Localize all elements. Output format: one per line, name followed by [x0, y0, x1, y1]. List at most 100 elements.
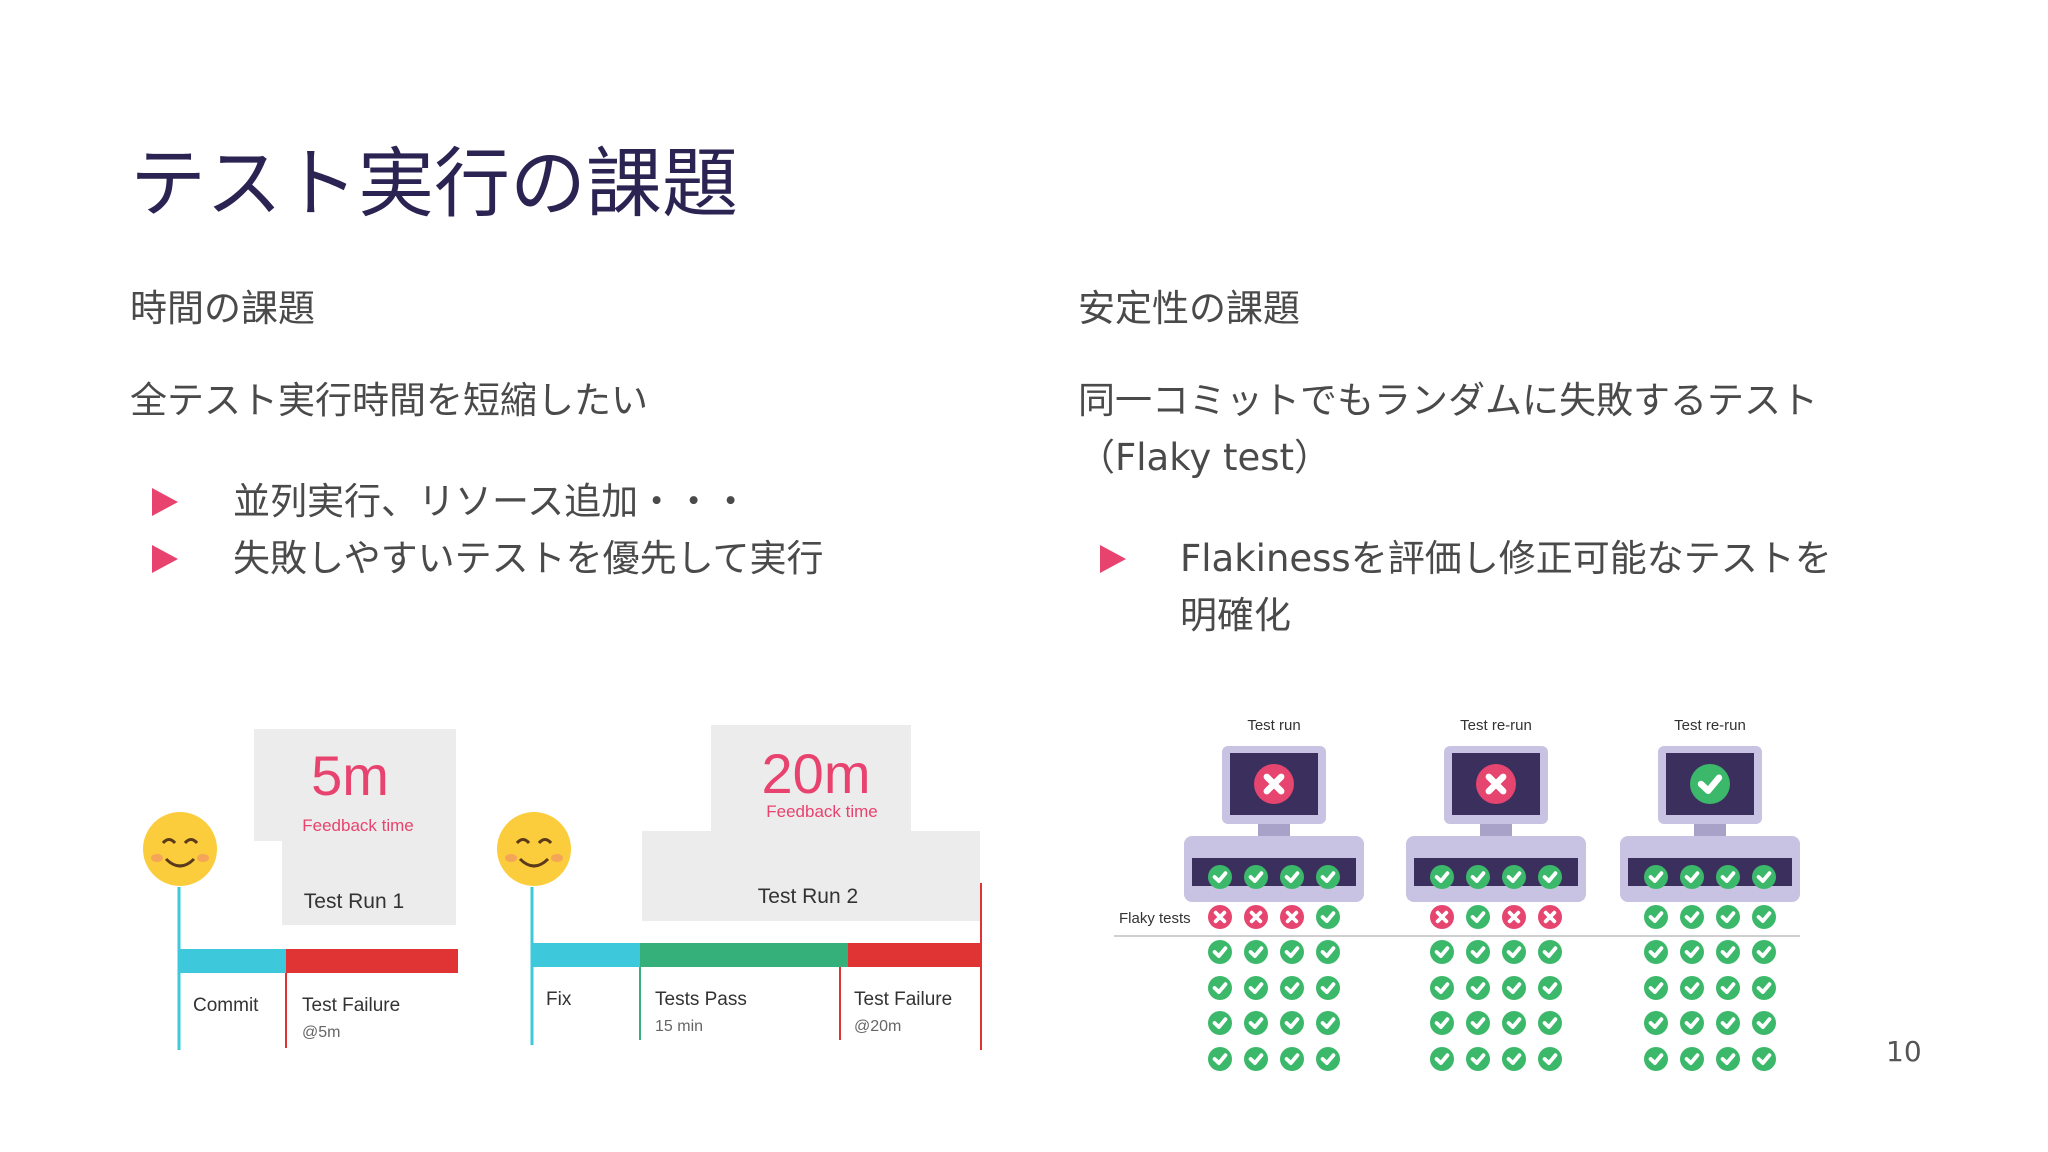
pass-check-icon: [1466, 1011, 1490, 1035]
pass-check-icon: [1752, 1047, 1776, 1071]
pass-check-icon: [1680, 1011, 1704, 1035]
test-run-column: Test run: [1184, 717, 1364, 1071]
right-heading: 安定性の課題: [1078, 287, 1300, 330]
pass-check-icon: [1502, 976, 1526, 1000]
pass-check-icon: [1538, 1011, 1562, 1035]
pass-check-icon: [1644, 865, 1668, 889]
pass-check-icon: [1752, 940, 1776, 964]
pass-check-icon: [1538, 940, 1562, 964]
left-bullet-2: 失敗しやすいテストを優先して実行: [233, 537, 824, 580]
left-heading: 時間の課題: [130, 287, 315, 330]
pass-check-icon: [1644, 976, 1668, 1000]
feedback-label-run2: Feedback time: [766, 802, 878, 821]
pass-check-icon: [1208, 1011, 1232, 1035]
test-failure-label-run1: Test Failure: [302, 995, 400, 1016]
slide-title: テスト実行の課題: [130, 139, 738, 228]
fail-cross-icon: [1430, 905, 1454, 929]
left-bullet-1: 並列実行、リソース追加・・・: [233, 480, 750, 523]
pass-check-icon: [1502, 865, 1526, 889]
pass-check-icon: [1466, 940, 1490, 964]
pass-check-icon: [1430, 940, 1454, 964]
feedback-panel-run2: [711, 725, 911, 831]
tests-pass-label: Tests Pass: [655, 989, 747, 1010]
pass-check-icon: [1466, 976, 1490, 1000]
pass-check-icon: [1244, 1047, 1268, 1071]
feedback-value-run1: 5m: [311, 744, 389, 807]
left-subtitle: 全テスト実行時間を短縮したい: [130, 379, 648, 422]
feedback-label-run1: Feedback time: [302, 816, 414, 835]
pass-check-icon: [1680, 976, 1704, 1000]
pass-check-icon: [1466, 1047, 1490, 1071]
right-bullet-line1: Flakinessを評価し修正可能なテストを: [1180, 537, 1832, 580]
test-failure-segment-run1: [286, 949, 458, 973]
pass-check-icon: [1690, 764, 1730, 804]
test-run-column-label: Test re-run: [1460, 717, 1532, 734]
bullet-triangle-icon: [1100, 545, 1126, 573]
pass-check-icon: [1466, 905, 1490, 929]
pass-check-icon: [1716, 940, 1740, 964]
test-run-panel-run2: [642, 831, 980, 921]
pass-check-icon: [1538, 976, 1562, 1000]
pass-check-icon: [1316, 905, 1340, 929]
right-subtitle-line1: 同一コミットでもランダムに失敗するテスト: [1078, 379, 1818, 422]
pass-check-icon: [1316, 1011, 1340, 1035]
pass-check-icon: [1716, 1047, 1740, 1071]
pass-check-icon: [1502, 1011, 1526, 1035]
page-number: 10: [1886, 1035, 1922, 1068]
pass-check-icon: [1244, 976, 1268, 1000]
fail-cross-icon: [1476, 764, 1516, 804]
tests-pass-duration: 15 min: [655, 1018, 703, 1035]
bullet-triangle-icon: [152, 488, 178, 516]
pass-check-icon: [1208, 940, 1232, 964]
pass-check-icon: [1280, 1047, 1304, 1071]
test-failure-time-run1: @5m: [302, 1024, 340, 1041]
pass-check-icon: [1208, 865, 1232, 889]
test-run-column-label: Test run: [1247, 717, 1300, 734]
fail-cross-icon: [1254, 764, 1294, 804]
pass-check-icon: [1430, 1011, 1454, 1035]
test-run-2-group: 20m Feedback time Test Run 2 Fix Tests P…: [497, 725, 982, 1050]
pass-check-icon: [1716, 905, 1740, 929]
commit-label: Commit: [193, 995, 259, 1016]
right-bullet-line2: 明確化: [1180, 594, 1291, 637]
pass-check-icon: [1752, 976, 1776, 1000]
pass-check-icon: [1502, 1047, 1526, 1071]
feedback-value-run2: 20m: [762, 742, 871, 805]
fix-segment: [532, 943, 640, 967]
test-failure-label-run2: Test Failure: [854, 989, 952, 1010]
pass-check-icon: [1752, 1011, 1776, 1035]
pass-check-icon: [1644, 905, 1668, 929]
right-subtitle-line2: （Flaky test）: [1078, 436, 1332, 479]
test-run-column: Test re-run: [1620, 717, 1800, 1071]
pass-check-icon: [1716, 865, 1740, 889]
pass-check-icon: [1716, 1011, 1740, 1035]
bullet-triangle-icon: [152, 545, 178, 573]
pass-check-icon: [1316, 1047, 1340, 1071]
pass-check-icon: [1752, 865, 1776, 889]
pass-check-icon: [1644, 1047, 1668, 1071]
pass-check-icon: [1716, 976, 1740, 1000]
pass-check-icon: [1280, 940, 1304, 964]
feedback-panel-run1: [254, 729, 456, 841]
pass-check-icon: [1208, 1047, 1232, 1071]
pass-check-icon: [1752, 905, 1776, 929]
pass-check-icon: [1538, 1047, 1562, 1071]
test-failure-segment-run2: [848, 943, 980, 967]
test-run-panel-run1: [282, 841, 456, 925]
pass-check-icon: [1316, 940, 1340, 964]
pass-check-icon: [1316, 865, 1340, 889]
pass-check-icon: [1280, 865, 1304, 889]
pass-check-icon: [1502, 940, 1526, 964]
feedback-time-diagram: 5m Feedback time Test Run 1 Commit Test …: [143, 725, 982, 1050]
pass-check-icon: [1680, 905, 1704, 929]
pass-check-icon: [1316, 976, 1340, 1000]
test-run-column-label: Test re-run: [1674, 717, 1746, 734]
fail-cross-icon: [1244, 905, 1268, 929]
test-run-label-run2: Test Run 2: [758, 885, 858, 908]
pass-check-icon: [1644, 1011, 1668, 1035]
tests-pass-segment: [640, 943, 848, 967]
pass-check-icon: [1244, 865, 1268, 889]
pass-check-icon: [1680, 865, 1704, 889]
fail-cross-icon: [1280, 905, 1304, 929]
